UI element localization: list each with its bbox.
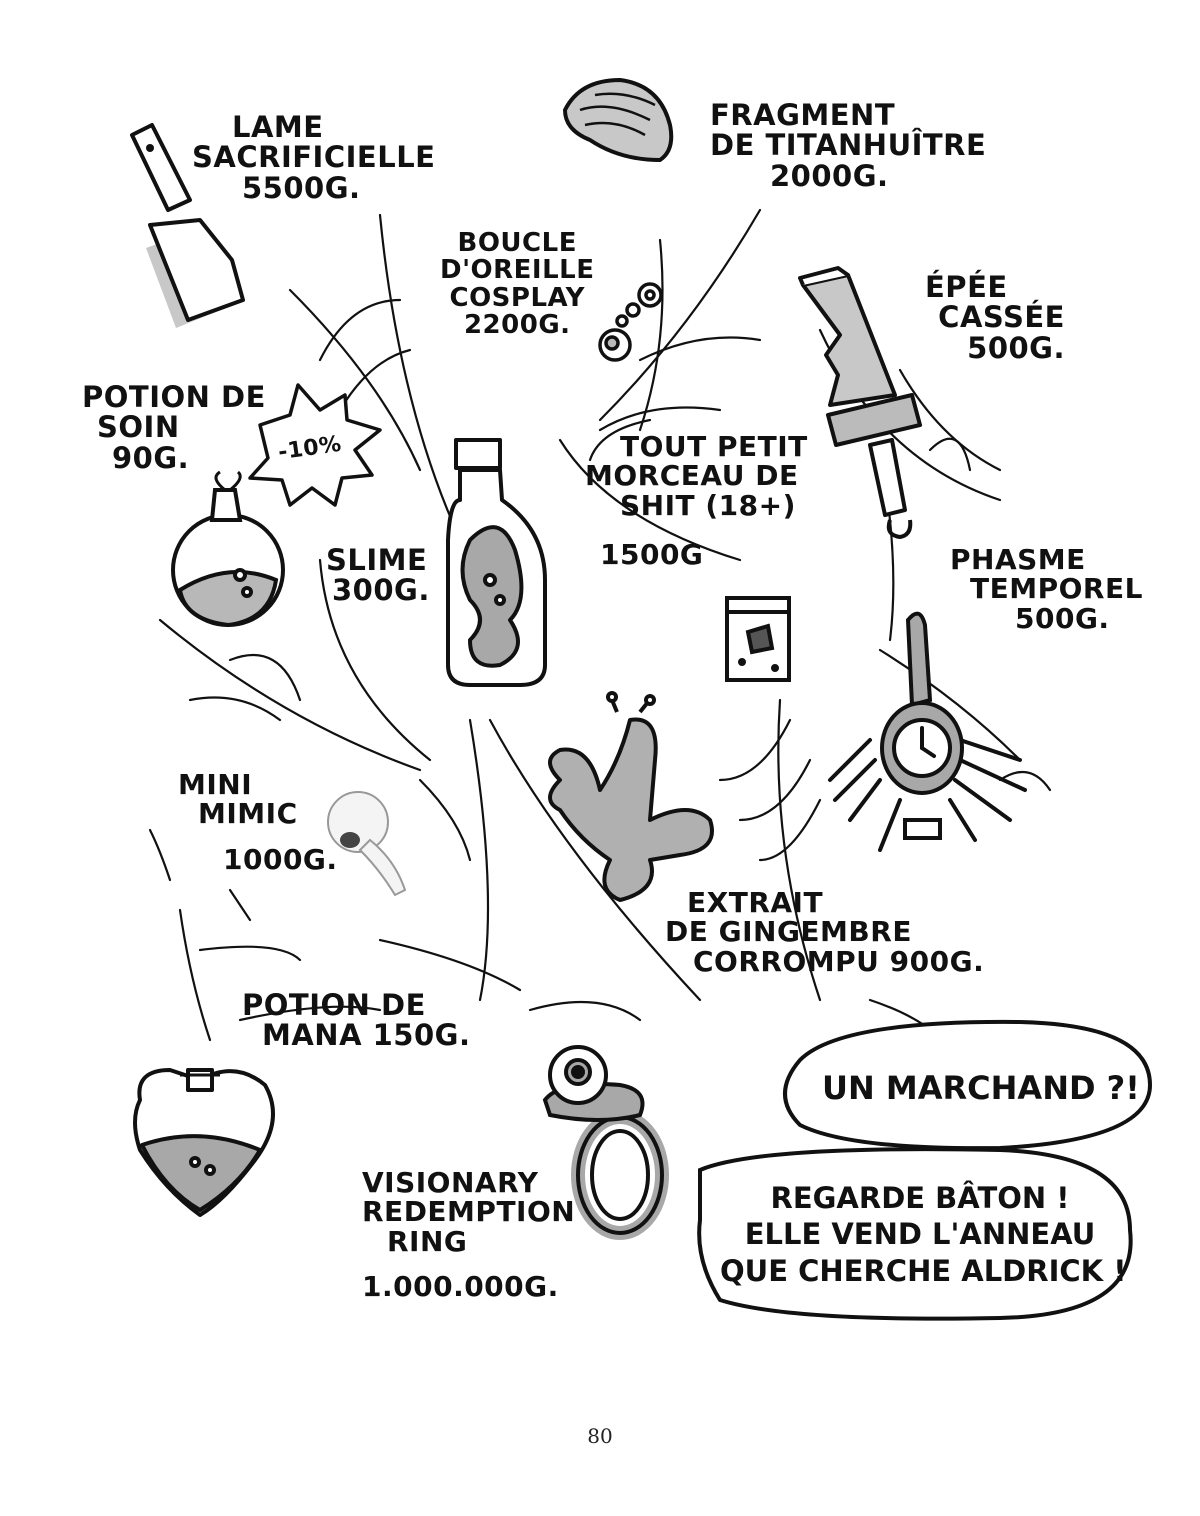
item-label-mimic: Mini mimic 1000G. bbox=[178, 768, 338, 876]
item-label-line: cosplay bbox=[449, 282, 585, 313]
item-label-slime: Slime 300G. bbox=[326, 545, 430, 606]
item-label-line: mana 150G. bbox=[262, 1018, 471, 1053]
item-label-line: morceau de bbox=[585, 459, 799, 493]
item-label-line: cassée bbox=[938, 300, 1065, 335]
item-label-line: soin bbox=[97, 410, 180, 445]
item-label-line: Potion de bbox=[242, 988, 426, 1022]
item-label-fragment: Fragment de titanhuître 2000G. bbox=[710, 98, 987, 193]
mana-potion-icon bbox=[133, 1068, 275, 1217]
item-label-line: d'oreille bbox=[440, 255, 595, 286]
item-label-line: shit (18+) bbox=[620, 488, 796, 522]
speech-bubble-2-outline bbox=[697, 1147, 1133, 1321]
item-label-epee: Épée cassée 500G. bbox=[915, 270, 1065, 365]
item-label-line: de titanhuître bbox=[710, 128, 987, 163]
item-label-line: Extrait bbox=[687, 886, 824, 919]
watch-spider-icon bbox=[828, 611, 1027, 852]
speech-bubble-line: Elle vend l'anneau bbox=[744, 1217, 1096, 1252]
item-label-line: Tout petit bbox=[620, 430, 808, 463]
ginger-root-icon bbox=[548, 691, 714, 902]
item-label-line: Fragment bbox=[710, 98, 896, 132]
earbud-icon bbox=[327, 791, 407, 897]
oyster-icon bbox=[562, 77, 674, 163]
item-label-line: 2200G. bbox=[463, 309, 571, 340]
item-label-line: Mini bbox=[178, 768, 253, 801]
item-label-line: 90G. bbox=[112, 440, 190, 475]
speech-bubble-line: Un marchand ?! bbox=[822, 1069, 1140, 1107]
slime-bottle-icon bbox=[446, 438, 547, 687]
broken-sword-icon bbox=[798, 266, 922, 539]
item-label-mana: Potion de mana 150G. bbox=[242, 990, 470, 1051]
speech-bubble-2: Regarde Bâton ! Elle vend l'anneau que c… bbox=[720, 1180, 1127, 1289]
item-label-line: 1000G. bbox=[223, 842, 338, 876]
speech-bubble-1-outline bbox=[783, 1019, 1153, 1151]
item-label-line: sacrificielle bbox=[192, 140, 436, 175]
health-potion-icon bbox=[171, 470, 285, 628]
page-number: 80 bbox=[587, 1424, 613, 1448]
spider-web bbox=[148, 208, 1052, 1052]
item-label-line: Potion de bbox=[82, 380, 266, 414]
item-label-lame: Lame sacrificielle 5500G. bbox=[192, 110, 436, 205]
knife-icon bbox=[130, 123, 245, 328]
speech-bubble-line: que cherche Aldrick ! bbox=[720, 1253, 1127, 1288]
item-label-line: temporel bbox=[970, 572, 1143, 606]
item-label-line: 500G. bbox=[967, 330, 1065, 365]
item-label-line: mimic bbox=[198, 797, 298, 831]
item-label-line: 2000G. bbox=[770, 158, 889, 193]
item-label-line: Boucle bbox=[457, 228, 577, 258]
item-label-line: redemption bbox=[362, 1195, 576, 1229]
item-label-shit: Tout petit morceau de shit (18+) 1500G bbox=[585, 432, 808, 570]
discount-starburst-icon bbox=[248, 383, 382, 507]
item-label-line: Épée bbox=[925, 270, 1008, 304]
item-label-line: Lame bbox=[232, 110, 324, 144]
item-label-ring: Visionary redemption ring 1.000.000G. bbox=[362, 1168, 575, 1302]
item-label-line: Visionary bbox=[362, 1166, 539, 1199]
item-label-line: 1.000.000G. bbox=[362, 1270, 559, 1304]
item-label-line: 1500G bbox=[600, 538, 704, 572]
item-label-line: ring bbox=[387, 1224, 468, 1258]
item-label-line: 300G. bbox=[332, 573, 430, 608]
item-label-line: 500G. bbox=[1015, 601, 1110, 635]
item-label-boucle: Boucle d'oreille cosplay 2200G. bbox=[440, 228, 595, 340]
baggie-icon bbox=[725, 596, 791, 682]
speech-bubble-line: Regarde Bâton ! bbox=[770, 1181, 1070, 1215]
item-label-line: de gingembre bbox=[665, 915, 912, 949]
speech-bubble-1: Un marchand ?! bbox=[822, 1068, 1140, 1108]
item-label-gingembre: Extrait de gingembre corrompu 900G. bbox=[665, 886, 985, 978]
item-label-phasme: Phasme temporel 500G. bbox=[950, 543, 1143, 635]
item-label-line: 5500G. bbox=[242, 170, 361, 205]
item-label-line: Phasme bbox=[950, 543, 1086, 576]
item-label-line: corrompu 900G. bbox=[693, 944, 985, 978]
earring-icon bbox=[598, 282, 663, 362]
item-label-potion-soin: Potion de soin 90G. bbox=[82, 380, 266, 475]
item-label-line: Slime bbox=[326, 543, 428, 577]
eye-ring-icon bbox=[542, 1045, 669, 1240]
